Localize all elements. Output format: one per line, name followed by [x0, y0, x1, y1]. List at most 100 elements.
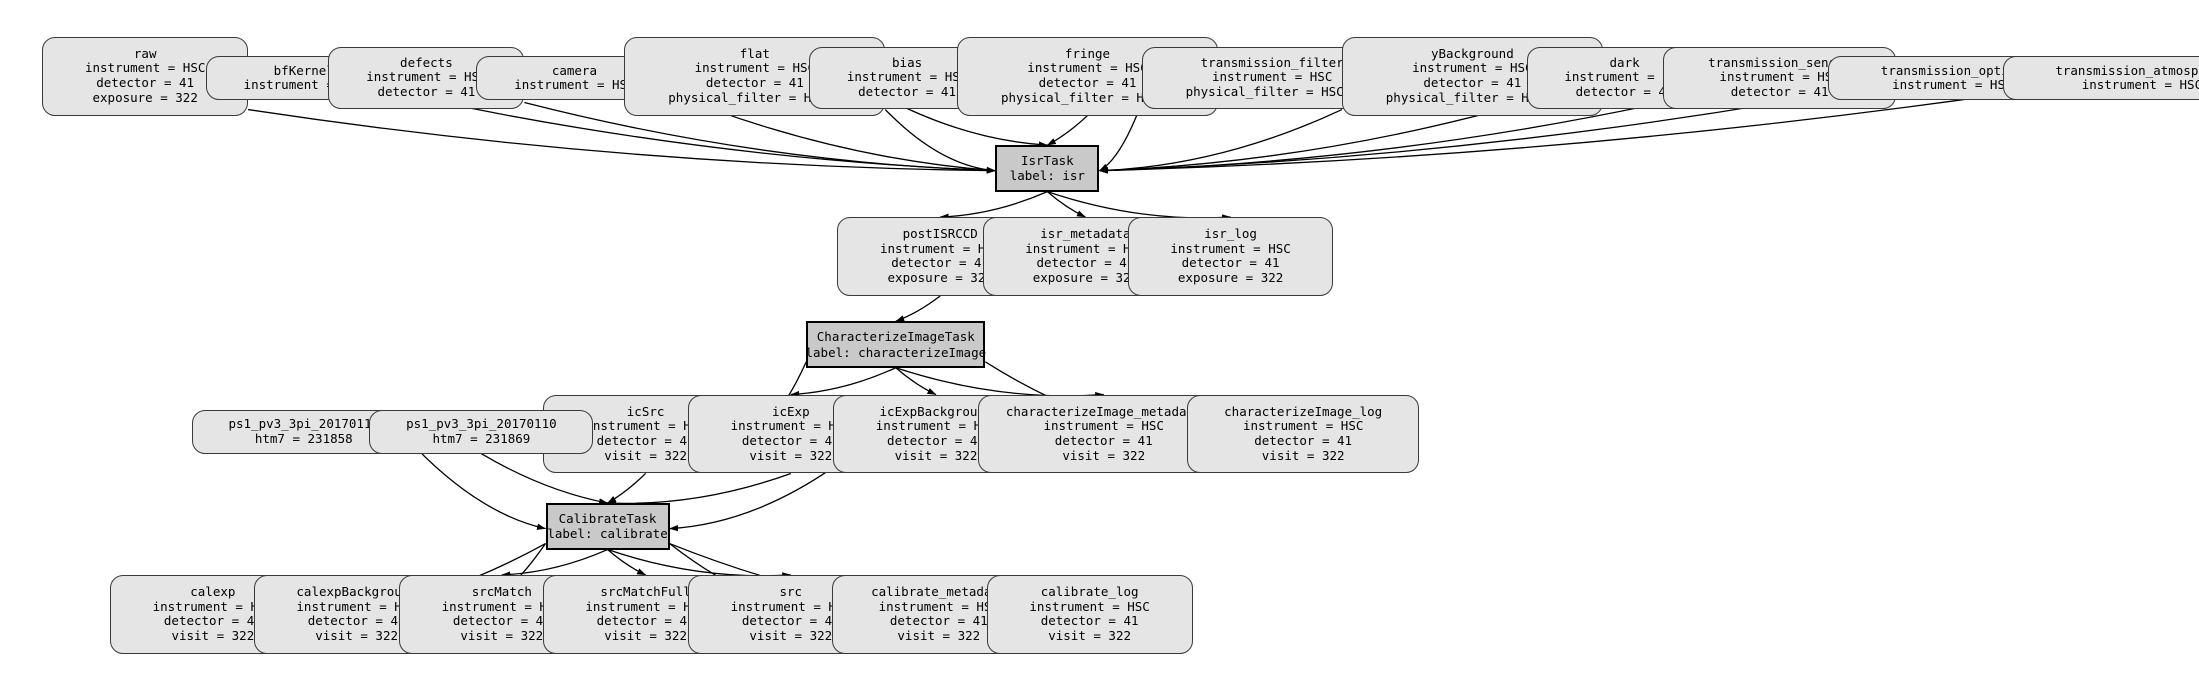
node-dimension: instrument = HSC — [514, 77, 635, 93]
node-dimension: instrument = HSC — [1043, 418, 1164, 434]
node-dimension: instrument = HSC — [152, 598, 274, 614]
node-dimension: detector = 41 — [1575, 83, 1674, 99]
node-title: calexp — [190, 584, 236, 600]
edge-icExp-to-CalibrateTask — [607, 472, 792, 507]
node-dimension: exposure = 322 — [1177, 270, 1284, 286]
node-dimension: detector = 41 — [889, 613, 988, 629]
node-dimension: detector = 41 — [596, 432, 695, 448]
node-title: transmission_filter — [1200, 54, 1344, 70]
node-dimension: instrument = HSC — [1564, 69, 1685, 85]
node-dimension: exposure = 322 — [92, 89, 198, 105]
node-title: isr_metadata — [1040, 226, 1131, 242]
node-title: src — [779, 584, 803, 600]
node-dimension: detector = 41 — [858, 83, 956, 99]
node-dimension: physical_filter = HSC-Y — [1185, 83, 1359, 99]
node-title: CalibrateTask — [558, 510, 657, 526]
node-dimension: detector = 41 — [1040, 613, 1139, 629]
node-dimension: detector = 41 — [96, 75, 195, 91]
node-dimension: htm7 = 231869 — [432, 430, 531, 446]
node-dimension: visit = 322 — [749, 627, 833, 643]
node-dimension: instrument = HSC — [875, 418, 997, 434]
node-dimension: instrument = HSC — [878, 598, 999, 614]
node-title: bfKernel — [273, 62, 334, 78]
node-dimension: visit = 322 — [894, 447, 978, 463]
edge-CalibrateTask-to-src — [607, 548, 792, 579]
node-dimension: instrument = HSC — [1211, 69, 1333, 85]
node-dimension: instrument = HSC — [1170, 240, 1291, 256]
node-title: ps1_pv3_3pi_20170110 — [406, 416, 557, 432]
node-dimension: visit = 322 — [604, 447, 687, 463]
node-title: yBackground — [1430, 45, 1514, 61]
node-title: fringe — [1064, 45, 1111, 61]
node-title: flat — [739, 45, 770, 61]
node-title: calibrate_log — [1040, 584, 1139, 600]
node-dimension: instrument = HSC — [694, 60, 816, 76]
node-title: CharacterizeImageTask — [816, 329, 975, 345]
node-dimension: detector = 41 — [1181, 255, 1280, 271]
node-dimension: detector = 41 — [596, 613, 695, 629]
node-title: bias — [892, 54, 923, 70]
node-title: icExp — [771, 403, 810, 419]
edge-flat-to-IsrTask — [884, 109, 996, 174]
node-title: IsrTask — [1020, 152, 1074, 168]
node-dimension: detector = 41 — [1054, 432, 1153, 448]
node-dimension: instrument = HSC — [1029, 598, 1150, 614]
node-dimension: detector = 41 — [163, 613, 262, 629]
edge-CalibrateTask-to-srcMatchFull — [607, 549, 647, 576]
node-dimension: detector = 41 — [1423, 75, 1522, 91]
node-title: characterizeImage_metadata — [1005, 403, 1202, 419]
node-dimension: visit = 322 — [315, 627, 399, 643]
node-dimension: detector = 41 — [452, 613, 551, 629]
node-dimension: label: isr — [1009, 168, 1085, 184]
edge-IsrTask-to-isr_log — [1047, 191, 1232, 221]
node-dimension: visit = 322 — [897, 627, 981, 643]
edge-CharacterizeImageTask-to-icExp — [790, 367, 897, 398]
node-dimension: instrument = HSC — [366, 69, 487, 85]
node-dimension: detector = 41 — [705, 75, 804, 91]
node-dimension: visit = 322 — [171, 627, 255, 643]
node-dimension: detector = 41 — [1730, 83, 1829, 99]
node-title: isr_log — [1204, 226, 1257, 242]
node-dimension: visit = 322 — [1261, 447, 1345, 463]
node-dimension: detector = 41 — [307, 613, 406, 629]
node-dimension: instrument = HSC — [2081, 77, 2199, 93]
node-dimension: instrument = HSC — [1027, 60, 1148, 76]
node-title: srcMatch — [471, 584, 532, 600]
node-dimension: visit = 322 — [604, 627, 687, 643]
node-title: postISRCCD — [902, 226, 978, 242]
edge-IsrTask-to-postISRCCD — [939, 191, 1048, 220]
node-title: defects — [400, 54, 453, 70]
dataset-node-transmission_atmosphere[interactable]: transmission_atmosphereinstrument = HSC — [2003, 56, 2199, 101]
node-dimension: exposure = 322 — [887, 270, 993, 286]
node-title: transmission_optics — [1880, 62, 2024, 78]
node-title: srcMatchFull — [600, 584, 691, 600]
node-dimension: detector = 41 — [887, 432, 985, 448]
node-dimension: detector = 41 — [1036, 255, 1135, 271]
node-title: icSrc — [626, 403, 665, 419]
node-dimension: detector = 41 — [741, 613, 840, 629]
edge-yBackground-to-IsrTask — [1099, 108, 1343, 174]
node-dimension: label: calibrate — [547, 526, 668, 542]
node-dimension: visit = 322 — [1062, 447, 1146, 463]
node-dimension: detector = 41 — [741, 432, 840, 448]
node-dimension: htm7 = 231858 — [254, 430, 353, 446]
edge-CharacterizeImageTask-to-characterizeImage_metadata — [895, 367, 1105, 399]
node-dimension: detector = 41 — [377, 83, 476, 99]
edge-CharacterizeImageTask-to-icExpBackground — [895, 367, 937, 396]
node-title: raw — [133, 45, 157, 61]
node-dimension: instrument = HSC — [1025, 240, 1146, 256]
node-dimension: visit = 322 — [1048, 627, 1132, 643]
node-dimension: instrument = HSC — [1412, 60, 1533, 76]
edge-fringe-to-IsrTask — [1046, 115, 1088, 146]
node-dimension: label: characterizeImage — [805, 344, 987, 360]
edge-postISRCCD-to-CharacterizeImageTask — [895, 295, 941, 322]
